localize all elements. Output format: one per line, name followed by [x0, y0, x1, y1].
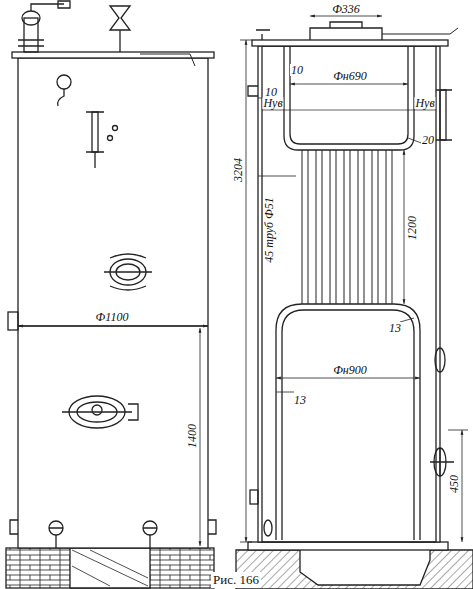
- dimension-label: 13: [293, 394, 307, 406]
- dimension-label: 1400: [186, 423, 198, 449]
- dimension-label: Ф336: [331, 3, 361, 15]
- dimension-label: Нув: [262, 97, 283, 109]
- dimension-label: 20: [421, 134, 435, 146]
- dimension-lines: [240, 16, 468, 542]
- dimension-label: 10: [290, 64, 304, 76]
- figure-caption: Рис. 166: [211, 572, 261, 588]
- dimension-lines: [18, 326, 208, 546]
- dimension-label: Нув: [414, 97, 435, 109]
- dimension-label: 1200: [406, 215, 418, 241]
- right-view: [236, 22, 473, 589]
- left-view: [6, 1, 216, 588]
- dimension-label: Фн900: [332, 364, 368, 376]
- dimension-label: Ф1100: [95, 311, 130, 323]
- dimension-label: 45 труб Ф51: [263, 196, 275, 264]
- dimension-label: 13: [388, 322, 402, 334]
- dimension-label: 450: [448, 474, 460, 494]
- dimension-label: 3204: [232, 157, 244, 183]
- dimension-label: Фн690: [332, 70, 368, 82]
